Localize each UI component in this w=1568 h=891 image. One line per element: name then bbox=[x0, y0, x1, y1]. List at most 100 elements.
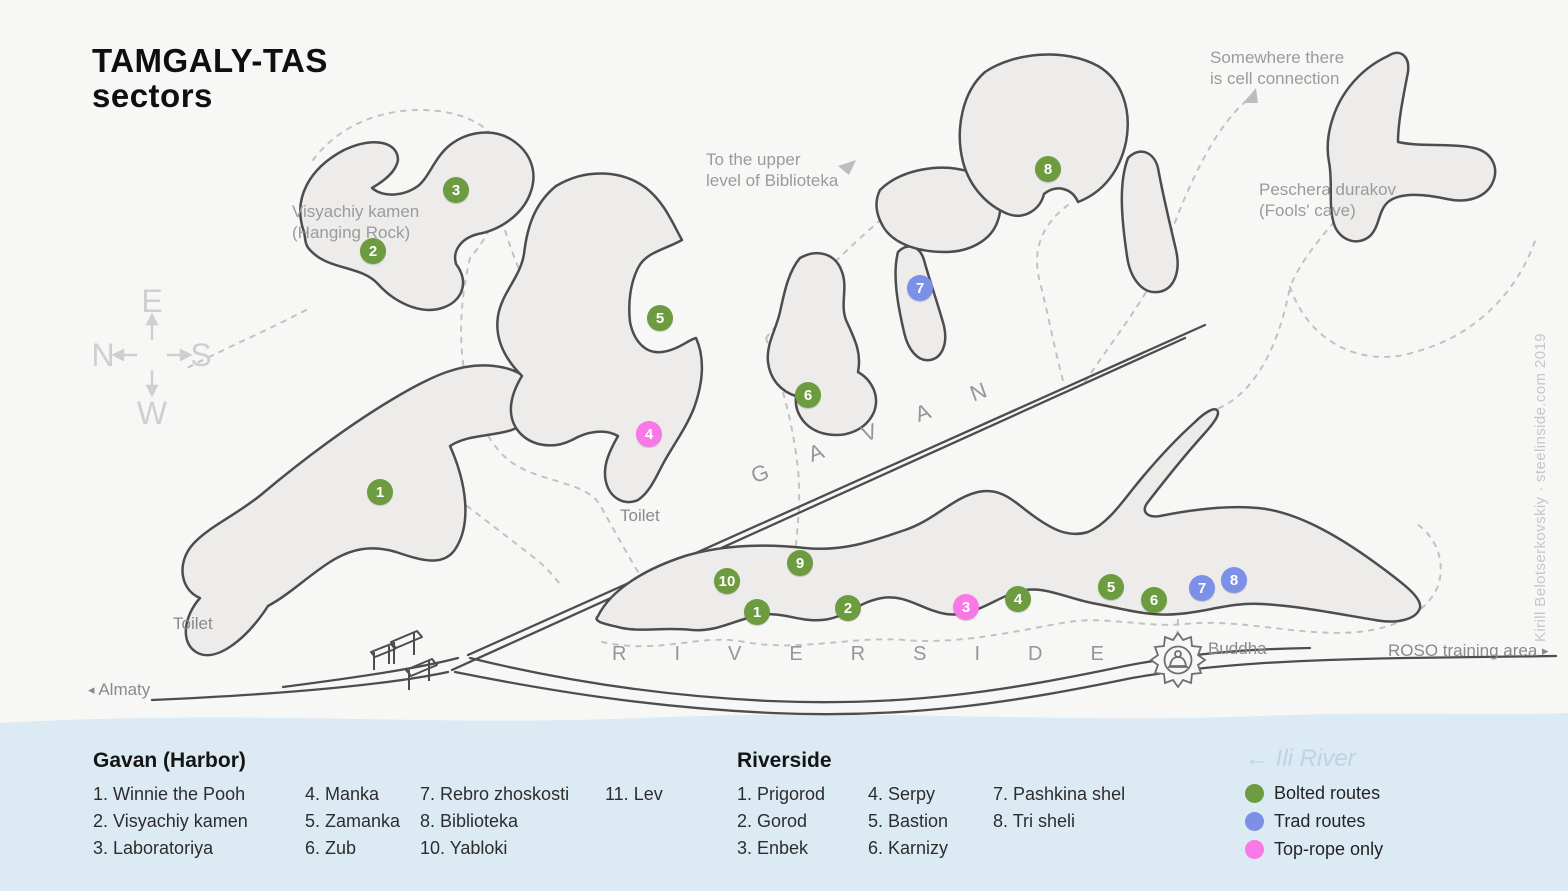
ili-arrow-icon: ← bbox=[1245, 745, 1269, 772]
sector-marker-6-num-6: 6 bbox=[795, 382, 821, 408]
legend-item: 11. Lev bbox=[605, 784, 663, 804]
label-almaty: ◂ Almaty bbox=[88, 680, 151, 699]
label-ili-river: ← Ili River bbox=[1245, 745, 1356, 772]
route-type-label: Trad routes bbox=[1274, 811, 1366, 831]
cell-trail-arrow-icon bbox=[1243, 88, 1258, 103]
legend-item: 6. Karnizy bbox=[868, 838, 949, 858]
legend-column: 1. Winnie the Pooh 2. Visyachiy kamen 3. L… bbox=[93, 781, 305, 862]
legend-item: 10. Yabloki bbox=[420, 838, 508, 858]
gavan-road bbox=[466, 323, 1207, 657]
sector-blob-east-sliver bbox=[1120, 150, 1179, 294]
sector-blob-biblioteka bbox=[958, 53, 1129, 217]
sector-marker-16-num-6: 6 bbox=[1141, 587, 1167, 613]
sector-marker-13-num-3: 3 bbox=[953, 594, 979, 620]
trad-dot-icon bbox=[1245, 812, 1264, 831]
sector-marker-17-num-7: 7 bbox=[1189, 575, 1215, 601]
compass-letters: E N S W bbox=[91, 283, 211, 431]
sector-blob-winnie bbox=[181, 364, 539, 657]
label-toilet-upper: Toilet bbox=[620, 506, 660, 525]
route-type-row: Bolted routes bbox=[1245, 783, 1383, 804]
compass-icon bbox=[111, 312, 193, 398]
legend-column: 11. Lev bbox=[605, 781, 663, 862]
legend-gavan-list: 1. Winnie the Pooh 2. Visyachiy kamen 3. L… bbox=[93, 781, 663, 862]
legend-column: 4. Manka 5. Zamanka 6. Zub bbox=[305, 781, 420, 862]
compass-e: E bbox=[141, 283, 162, 319]
sector-blob-zub bbox=[766, 252, 878, 437]
route-type-label: Top-rope only bbox=[1274, 839, 1384, 859]
sector-marker-4-num-4: 4 bbox=[636, 421, 662, 447]
sector-marker-2-num-2: 2 bbox=[360, 238, 386, 264]
legend-item: 4. Manka bbox=[305, 784, 380, 804]
legend-item: 1. Prigorod bbox=[737, 784, 826, 804]
title-line2: sectors bbox=[92, 76, 213, 114]
sector-marker-15-num-5: 5 bbox=[1098, 574, 1124, 600]
legend-item: 2. Gorod bbox=[737, 811, 808, 831]
label-riverside-shore: RIVERSIDE bbox=[612, 643, 1152, 665]
sector-marker-3-num-3: 3 bbox=[443, 177, 469, 203]
sector-blob-sliver-trad bbox=[894, 245, 947, 362]
legend-column: 4. Serpy 5. Bastion 6. Karnizy bbox=[868, 781, 993, 862]
legend-item: 4. Serpy bbox=[868, 784, 936, 804]
page-title: TAMGALY-TAS sectors bbox=[92, 42, 328, 114]
label-cell-connection: Somewhere there is cell connection bbox=[1210, 48, 1345, 89]
label-visyachiy-kamen: Visyachiy kamen (Hanging Rock) bbox=[292, 202, 420, 243]
legend-column: 1. Prigorod 2. Gorod 3. Enbek bbox=[737, 781, 868, 862]
legend-column: 7. Rebro zhoskosti 8. Biblioteka 10. Yablo… bbox=[420, 781, 605, 862]
legend-item: 8. Biblioteka bbox=[420, 811, 519, 831]
legend-item: 3. Laboratoriya bbox=[93, 838, 214, 858]
biblioteka-arrow-icon bbox=[838, 160, 856, 175]
title-line1: TAMGALY-TAS bbox=[92, 42, 328, 79]
route-type-row: Top-rope only bbox=[1245, 839, 1383, 860]
sector-blob-north bbox=[875, 166, 1002, 254]
legend-column: 7. Pashkina shel 8. Tri sheli bbox=[993, 781, 1125, 862]
sector-marker-14-num-4: 4 bbox=[1005, 586, 1031, 612]
label-buddha: Buddha bbox=[1208, 639, 1267, 658]
riverside-road bbox=[453, 654, 1558, 716]
legend-item: 1. Winnie the Pooh bbox=[93, 784, 246, 804]
label-upper-biblioteka: To the upper level of Biblioteka bbox=[706, 150, 839, 191]
legend-item: 3. Enbek bbox=[737, 838, 809, 858]
almaty-road bbox=[150, 670, 450, 702]
almaty-road bbox=[281, 656, 460, 689]
route-type-label: Bolted routes bbox=[1274, 783, 1381, 803]
label-peschera-durakov: Peschera durakov (Fools' cave) bbox=[1259, 180, 1397, 221]
legend-riverside-title: Riverside bbox=[737, 749, 832, 772]
compass-s: S bbox=[190, 337, 211, 373]
legend-item: 7. Rebro zhoskosti bbox=[420, 784, 570, 804]
sector-marker-7-num-7: 7 bbox=[907, 275, 933, 301]
route-type-row: Trad routes bbox=[1245, 811, 1383, 832]
legend-item: 2. Visyachiy kamen bbox=[93, 811, 248, 831]
sector-blob-visyachiy bbox=[299, 131, 535, 312]
sector-marker-1-num-1: 1 bbox=[367, 479, 393, 505]
legend-riverside-list: 1. Prigorod 2. Gorod 3. Enbek 4. Serpy 5. Ba… bbox=[737, 781, 1125, 862]
sector-marker-5-num-5: 5 bbox=[647, 305, 673, 331]
legend-item: 8. Tri sheli bbox=[993, 811, 1076, 831]
sector-marker-12-num-2: 2 bbox=[835, 595, 861, 621]
compass-w: W bbox=[137, 395, 168, 431]
sector-marker-10-num-10: 10 bbox=[714, 568, 740, 594]
legend-item: 6. Zub bbox=[305, 838, 357, 858]
left-arrow-icon: ◂ bbox=[88, 682, 95, 697]
gates-icon bbox=[370, 630, 438, 690]
toprope-dot-icon bbox=[1245, 840, 1264, 859]
legend-item: 7. Pashkina shel bbox=[993, 784, 1126, 804]
gavan-road bbox=[450, 336, 1187, 672]
sector-marker-18-num-8: 8 bbox=[1221, 567, 1247, 593]
compass-n: N bbox=[91, 337, 114, 373]
trail-arrowheads bbox=[838, 88, 1258, 175]
legend-item: 5. Bastion bbox=[868, 811, 949, 831]
sector-blob-central bbox=[496, 172, 704, 504]
sector-blob-peschera bbox=[1326, 51, 1497, 243]
bolted-dot-icon bbox=[1245, 784, 1264, 803]
roads bbox=[150, 323, 1558, 716]
riverside-road bbox=[468, 646, 1312, 704]
legend-item: 5. Zamanka bbox=[305, 811, 401, 831]
label-toilet-lower: Toilet bbox=[173, 614, 213, 633]
legend-gavan-title: Gavan (Harbor) bbox=[93, 749, 246, 772]
sector-marker-11-num-1: 1 bbox=[744, 599, 770, 625]
sector-marker-8-num-8: 8 bbox=[1035, 156, 1061, 182]
sector-marker-9-num-9: 9 bbox=[787, 550, 813, 576]
